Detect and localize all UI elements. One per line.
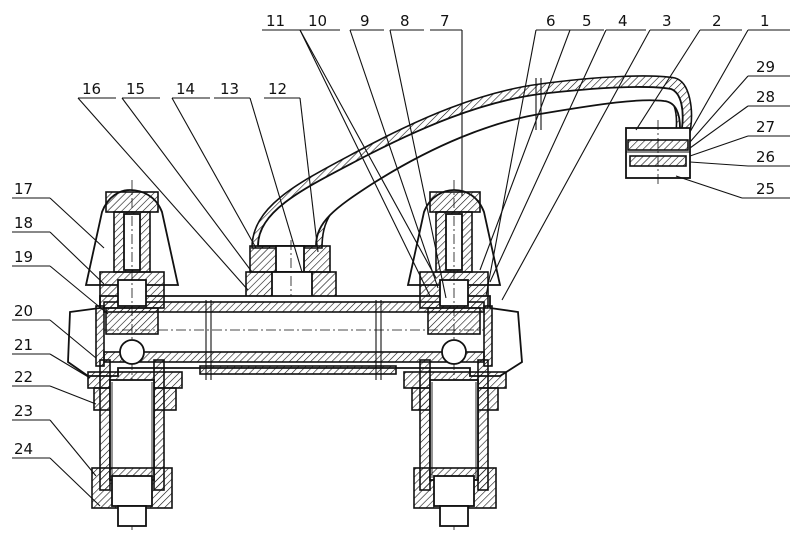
label-28: 28 — [756, 88, 775, 106]
label-5: 5 — [582, 12, 592, 30]
label-22: 22 — [14, 368, 33, 386]
label-14: 14 — [176, 80, 195, 98]
label-16: 16 — [82, 80, 101, 98]
label-15: 15 — [126, 80, 145, 98]
left-valve — [84, 180, 180, 530]
label-6: 6 — [546, 12, 556, 30]
label-12: 12 — [268, 80, 287, 98]
label-29: 29 — [756, 58, 775, 76]
label-7: 7 — [440, 12, 450, 30]
label-4: 4 — [618, 12, 628, 30]
right-valve — [406, 180, 502, 530]
left-shank — [87, 359, 183, 527]
label-3: 3 — [662, 12, 672, 30]
label-17: 17 — [14, 180, 33, 198]
label-10: 10 — [308, 12, 327, 30]
spout-arm — [251, 75, 693, 249]
label-13: 13 — [220, 80, 239, 98]
part-labels: 1 2 3 4 5 6 7 8 9 10 11 12 13 14 15 16 1… — [14, 12, 775, 458]
label-9: 9 — [360, 12, 370, 30]
label-18: 18 — [14, 214, 33, 232]
aerator-nozzle — [625, 120, 691, 186]
right-shank — [403, 359, 507, 527]
label-23: 23 — [14, 402, 33, 420]
label-2: 2 — [712, 12, 722, 30]
label-19: 19 — [14, 248, 33, 266]
label-20: 20 — [14, 302, 33, 320]
leader-lines — [12, 29, 790, 507]
label-1: 1 — [760, 12, 770, 30]
label-21: 21 — [14, 336, 33, 354]
label-24: 24 — [14, 440, 33, 458]
label-8: 8 — [400, 12, 410, 30]
label-26: 26 — [756, 148, 775, 166]
label-25: 25 — [756, 180, 775, 198]
label-11: 11 — [266, 12, 285, 30]
label-27: 27 — [756, 118, 775, 136]
